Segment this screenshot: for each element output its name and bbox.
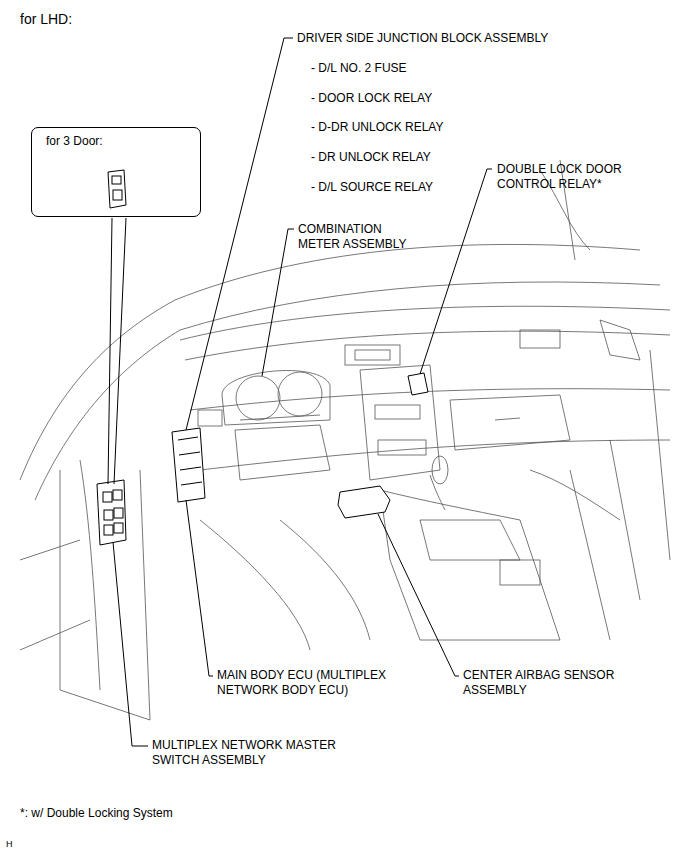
inset-box: for 3 Door:: [31, 127, 201, 217]
part-label: MULTIPLEX NETWORK MASTER SWITCH ASSEMBLY: [152, 738, 367, 768]
part-label: DOUBLE LOCK DOOR CONTROL RELAY*: [497, 162, 647, 192]
footnote: *: w/ Double Locking System: [20, 806, 320, 821]
sub-part-label: - DR UNLOCK RELAY: [311, 150, 511, 165]
sub-part-label: - D-DR UNLOCK RELAY: [311, 120, 511, 135]
diagram-title: for LHD:: [20, 10, 72, 28]
part-label: COMBINATION METER ASSEMBLY: [298, 222, 420, 252]
sub-part-label: - DOOR LOCK RELAY: [311, 91, 511, 106]
sub-part-label: - D/L SOURCE RELAY: [311, 180, 511, 195]
inset-heading: for 3 Door:: [32, 128, 200, 149]
part-label: MAIN BODY ECU (MULTIPLEX NETWORK BODY EC…: [217, 668, 432, 698]
watermark: H: [6, 838, 26, 850]
part-label: CENTER AIRBAG SENSOR ASSEMBLY: [463, 668, 648, 698]
part-label: DRIVER SIDE JUNCTION BLOCK ASSEMBLY: [297, 31, 627, 46]
sub-part-label: - D/L NO. 2 FUSE: [311, 61, 511, 76]
